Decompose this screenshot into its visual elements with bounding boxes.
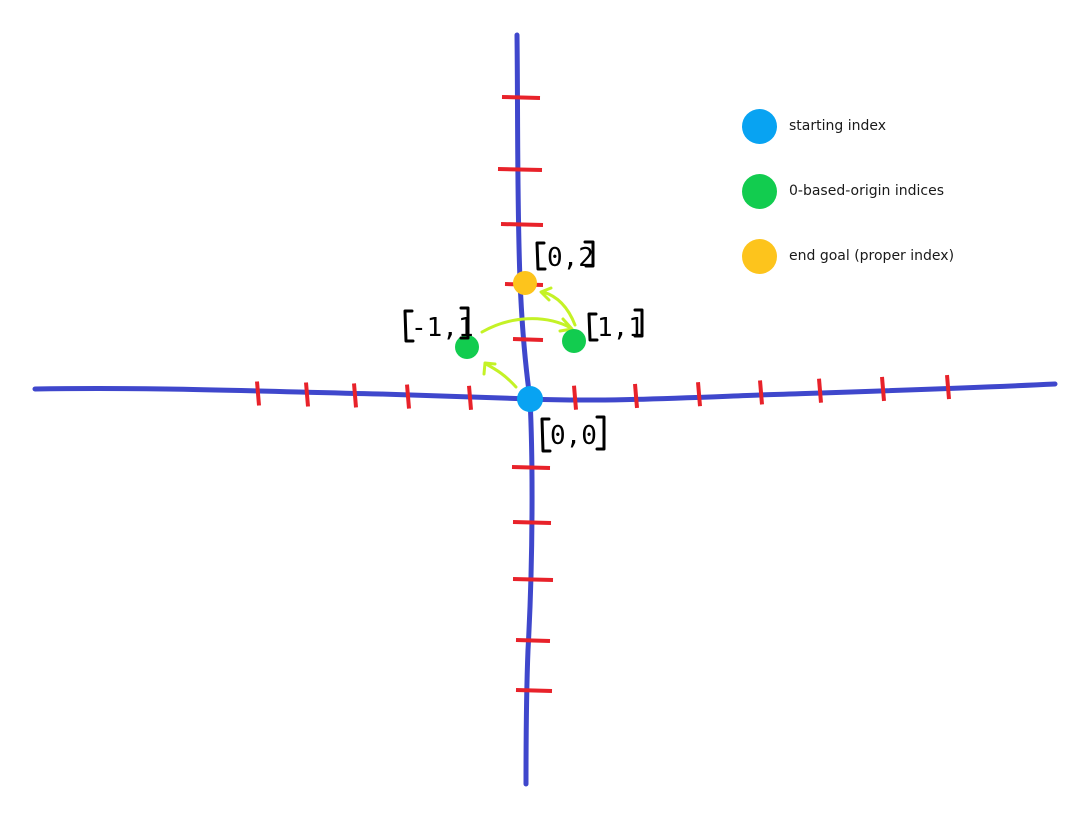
label-left: -1,1 xyxy=(403,306,474,343)
label-goal-text: 0,2 xyxy=(547,243,594,273)
x-tick-mark xyxy=(696,382,702,407)
legend-label: end goal (proper index) xyxy=(789,248,955,264)
goal-point xyxy=(513,271,537,295)
label-goal: 0,2 xyxy=(535,240,595,273)
right-point xyxy=(562,329,586,353)
x-tick-mark xyxy=(817,378,823,403)
arrow-start-to-left xyxy=(484,362,518,389)
label-right-left-bracket xyxy=(587,312,599,342)
y-tick-mark xyxy=(512,577,554,582)
label-start-right-bracket xyxy=(595,415,606,451)
y-tick-mark xyxy=(500,222,544,227)
x-tick-mark xyxy=(255,381,261,406)
start-point xyxy=(517,386,543,412)
label-right-text: 1,1 xyxy=(597,313,644,343)
label-left-right-bracket xyxy=(459,306,470,340)
y-tick-mark xyxy=(501,95,541,100)
arrow-right-to-goal-head xyxy=(539,286,553,302)
y-tick-mark xyxy=(497,167,543,172)
legend-color-swatch xyxy=(742,108,777,144)
legend-label: starting index xyxy=(789,118,887,134)
label-start-text: 0,0 xyxy=(550,421,597,451)
y-tick-mark xyxy=(512,520,552,525)
x-tick-mark xyxy=(633,383,639,409)
legend: starting index 0-based-origin indices end … xyxy=(742,108,1072,303)
x-tick-mark xyxy=(880,376,886,402)
label-right: 1,1 xyxy=(587,308,644,343)
label-goal-right-bracket xyxy=(583,240,595,268)
label-left-left-bracket xyxy=(403,309,415,343)
legend-color-swatch xyxy=(742,238,777,274)
label-right-right-bracket xyxy=(633,308,644,338)
x-tick-mark xyxy=(945,374,951,400)
y-tick-mark xyxy=(515,688,553,693)
left-point xyxy=(455,335,479,359)
legend-item: end goal (proper index) xyxy=(742,238,1072,274)
y-tick-mark xyxy=(511,465,551,470)
x-tick-mark xyxy=(304,382,310,407)
x-tick-mark xyxy=(572,385,578,410)
arrow-left-to-right xyxy=(480,317,573,334)
step-arrows xyxy=(480,286,577,389)
x-tick-mark xyxy=(352,383,358,408)
arrow-right-to-goal xyxy=(541,290,577,327)
x-tick-mark xyxy=(758,380,764,405)
y-tick-mark xyxy=(515,638,551,643)
legend-item: starting index xyxy=(742,108,1072,144)
y-tick-mark xyxy=(512,337,544,342)
x-axis-line xyxy=(32,381,1058,403)
label-start-left-bracket xyxy=(540,417,552,453)
label-goal-left-bracket xyxy=(535,241,547,271)
x-tick-mark xyxy=(405,384,411,409)
arrow-start-to-left-head xyxy=(482,361,497,376)
legend-item: 0-based-origin indices xyxy=(742,173,1072,209)
x-tick-mark xyxy=(467,385,473,410)
arrow-left-to-right-head xyxy=(558,317,574,333)
label-start: 0,0 xyxy=(540,415,606,453)
legend-label: 0-based-origin indices xyxy=(789,183,944,199)
legend-color-swatch xyxy=(742,173,777,209)
